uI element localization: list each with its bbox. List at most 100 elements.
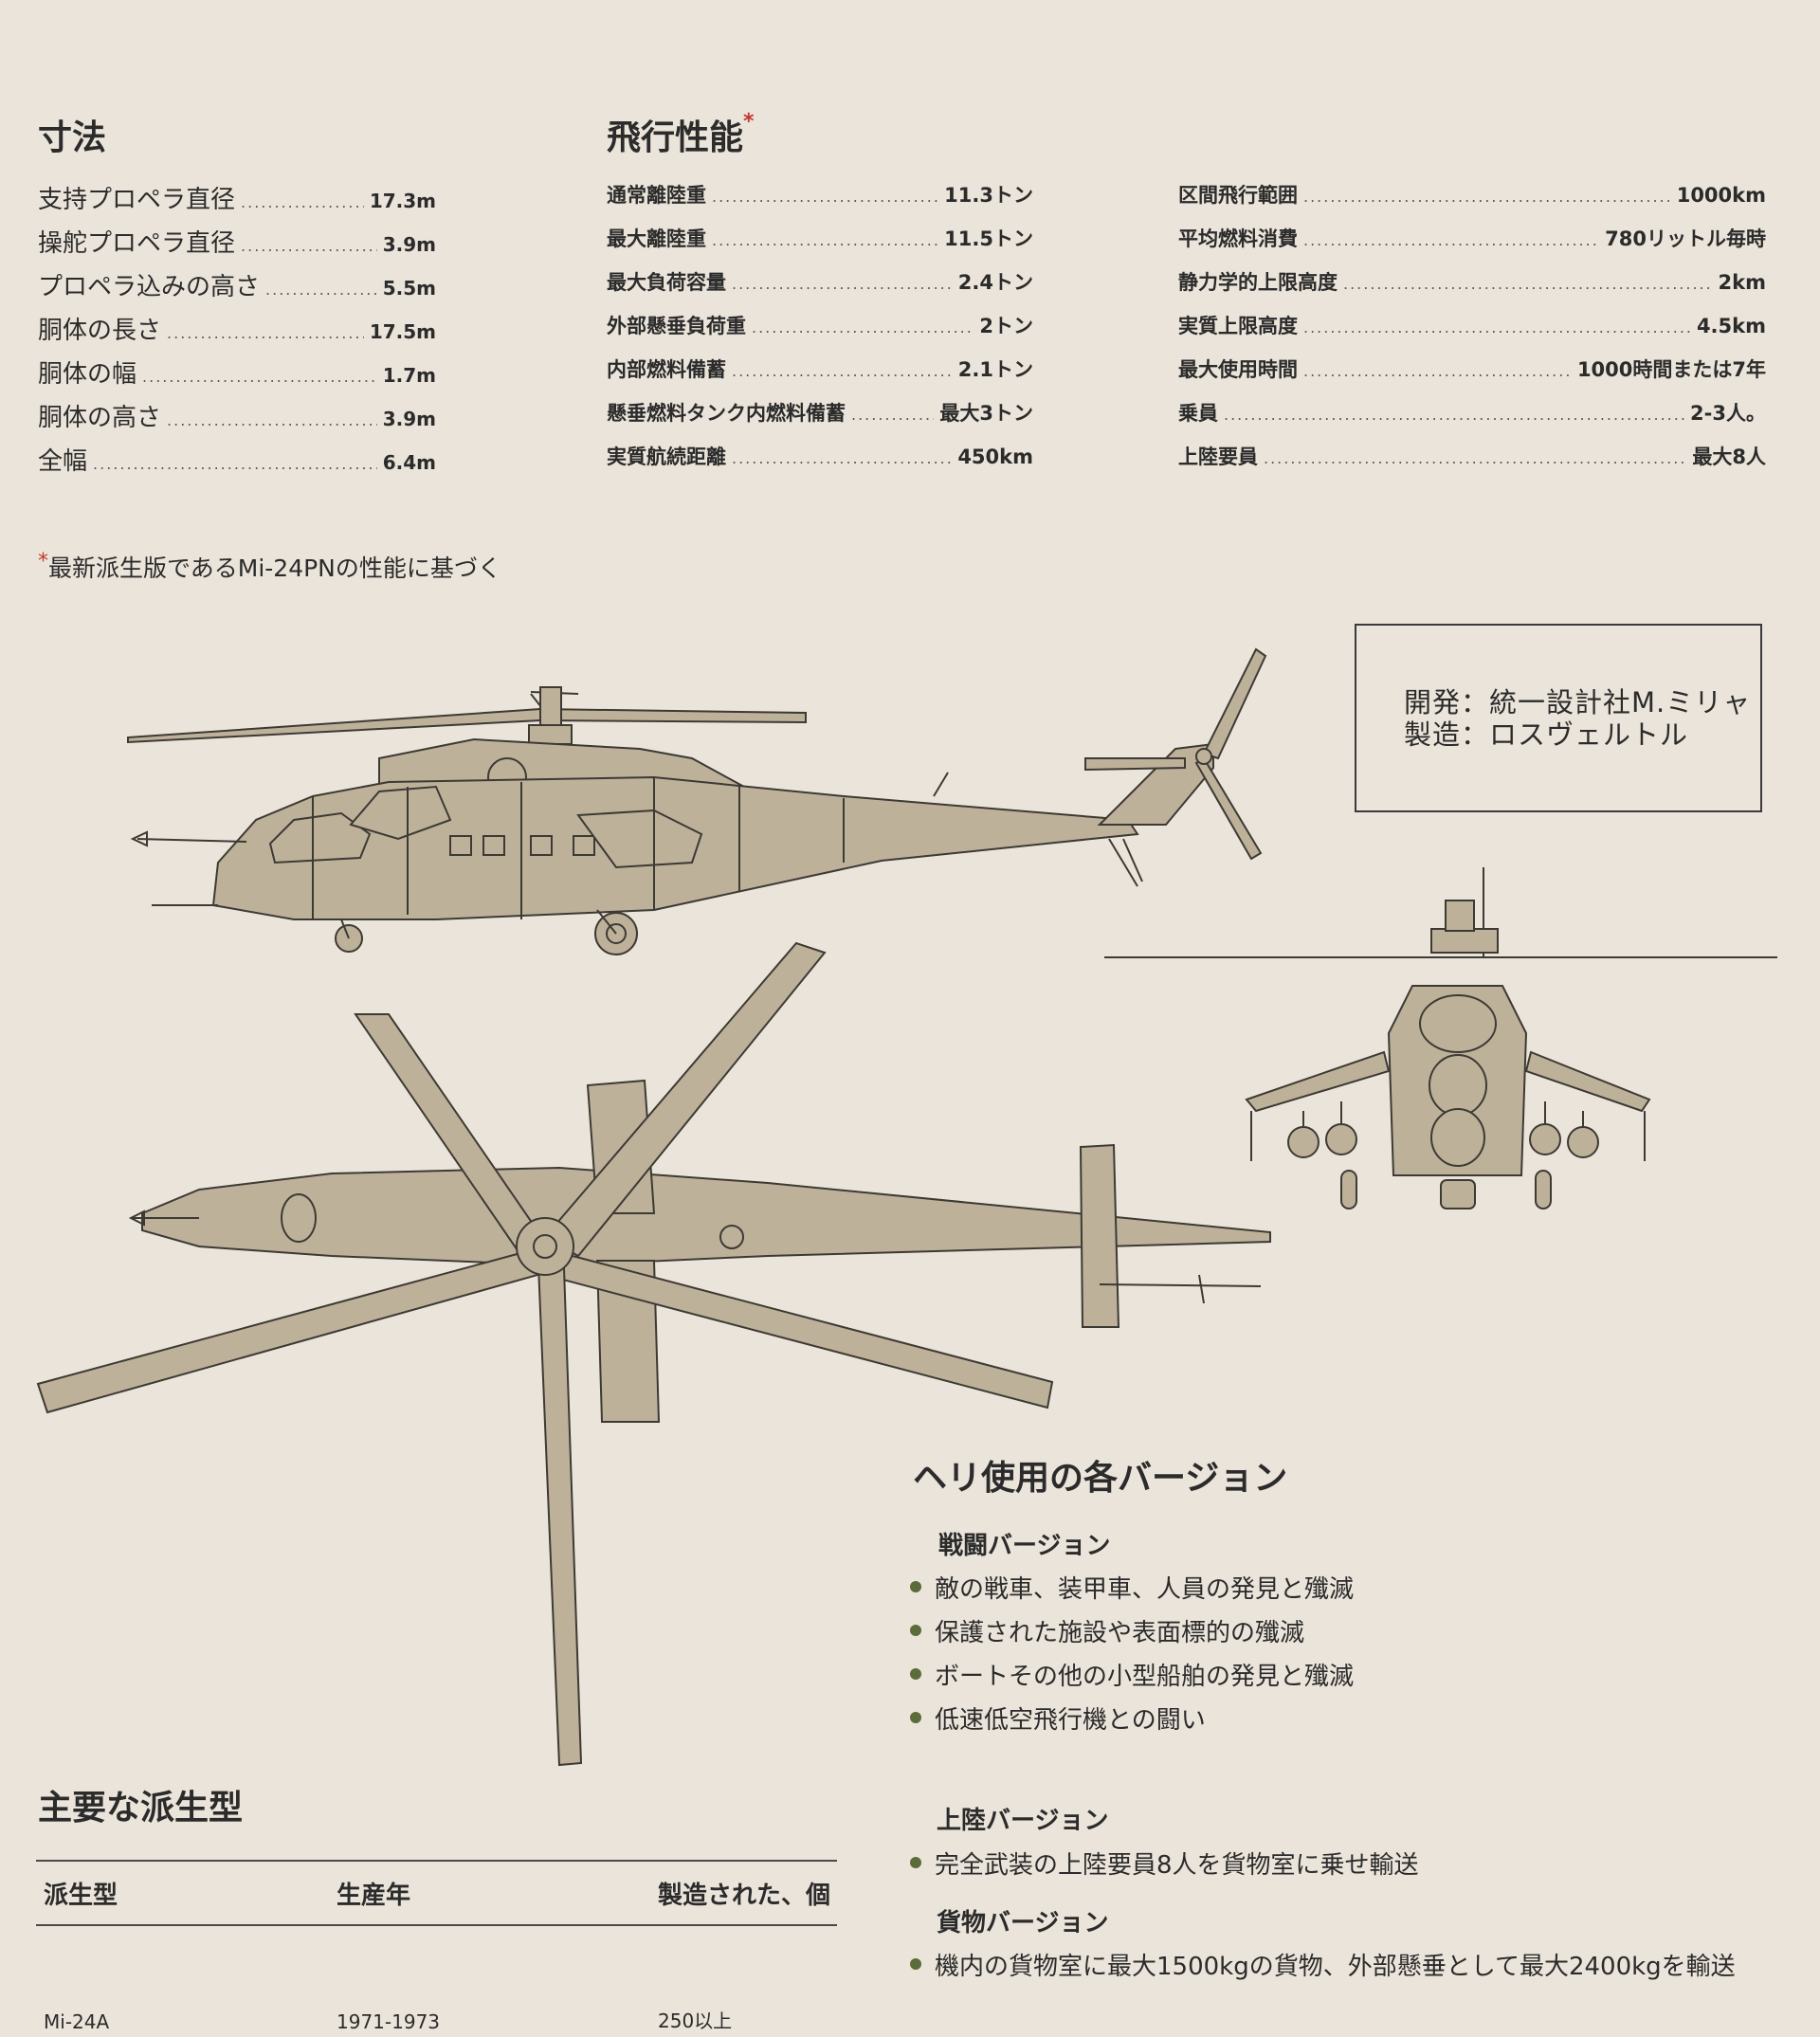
cargo-version-list: 機内の貨物室に最大1500kgの貨物、外部懸垂として最大2400kgを輸送 (910, 1942, 1736, 1986)
leader-dots (265, 281, 377, 299)
front-view-drawing (1104, 867, 1777, 1209)
spec-row: 最大負荷容量2.4トン (607, 267, 1033, 311)
spec-row: 胴体の高さ 3.9m (38, 398, 436, 442)
wing-stub (576, 809, 703, 869)
spec-label: 外部懸垂負荷重 (607, 315, 746, 337)
spec-label: 最大使用時間 (1178, 358, 1298, 381)
versions-title: ヘリ使用の各バージョン (913, 1459, 1288, 1498)
top-view-drawing (36, 941, 1271, 1767)
table-cell: Mi-24A (44, 2010, 110, 2033)
table-header-row: 派生型 生産年 製造された、個 (36, 1860, 837, 1926)
spec-row: 上陸要員 最大8人 (1178, 442, 1766, 485)
manufacturer-line: 製造：ロスヴェルトル (1404, 718, 1689, 751)
list-item: 完全武装の上陸要員8人を貨物室に乗せ輸送 (910, 1841, 1419, 1884)
leader-dots (241, 237, 377, 255)
spec-label: 胴体の高さ (38, 404, 162, 432)
leader-dots (732, 362, 953, 380)
rocket-pod (1529, 1123, 1561, 1155)
tail-rotor-blade (1194, 756, 1263, 861)
spec-value: 3.9m (382, 408, 436, 430)
spec-value: 1.7m (382, 364, 436, 387)
spec-label: 最大離陸重 (607, 227, 706, 250)
spec-row: プロペラ込みの高さ5.5m (38, 267, 436, 311)
nose-wheel (1440, 1179, 1476, 1209)
spec-row: 支持プロペラ直径17.3m (38, 180, 436, 224)
spec-row: 胴体の長さ17.5m (38, 311, 436, 355)
horizontal-stabilizer (1084, 757, 1186, 772)
front-canopy (268, 811, 372, 864)
rocket-pod (1287, 1126, 1320, 1158)
rotor-blade-left (36, 1245, 556, 1414)
spec-row: 平均燃料消費780リットル毎時 (1178, 224, 1766, 267)
spec-label: 乗員 (1178, 402, 1218, 425)
spec-value: 1000km (1676, 184, 1766, 207)
combat-version-list: 敵の戦車、装甲車、人員の発見と殲滅 保護された施設や表面標的の殲滅 ボートその他… (910, 1565, 1354, 1739)
table-cell: 250以上 (658, 2010, 733, 2032)
spec-value: 1000時間または7年 (1576, 358, 1766, 381)
rear-canopy (349, 785, 452, 841)
leader-dots (732, 449, 952, 467)
footnote-asterisk: * (38, 550, 48, 573)
spec-row: 操舵プロペラ直径3.9m (38, 224, 436, 267)
landing-version-title: 上陸バージョン (937, 1807, 1109, 1835)
cargo-version-title: 貨物バージョン (937, 1909, 1109, 1937)
table-cell: 1971-1973 (337, 2010, 441, 2033)
list-item: 機内の貨物室に最大1500kgの貨物、外部懸垂として最大2400kgを輸送 (910, 1942, 1736, 1986)
spec-label: 実質上限高度 (1178, 315, 1298, 337)
spec-value: 最大8人 (1692, 446, 1766, 468)
spec-row: 実質上限高度 4.5km (1178, 311, 1766, 355)
spec-value: 450km (957, 446, 1033, 468)
spec-label: 最大負荷容量 (607, 271, 726, 294)
rocket-pod (1567, 1126, 1599, 1158)
spec-label: プロペラ込みの高さ (38, 273, 261, 301)
footnote-text: 最新派生版であるMi-24PNの性能に基づく (48, 555, 501, 582)
side-view-drawing (127, 647, 1267, 955)
column-header: 派生型 (36, 1860, 329, 1926)
leader-dots (1303, 188, 1671, 206)
spec-label: 胴体の長さ (38, 317, 162, 345)
performance-asterisk: * (743, 110, 755, 134)
variants-table: 派生型 生産年 製造された、個 Mi-24A 1971-1973 250以上 (36, 1860, 837, 2037)
left-wing (1245, 1050, 1391, 1113)
combat-version-title: 戦闘バージョン (938, 1532, 1111, 1560)
leader-dots (241, 193, 364, 211)
leader-dots (167, 324, 364, 342)
leader-dots (1303, 362, 1572, 380)
spec-row: 区間飛行範囲 1000km (1178, 180, 1766, 224)
leader-dots (93, 455, 377, 473)
spec-value: 2km (1718, 271, 1766, 294)
performance-title-text: 飛行性能 (607, 118, 744, 157)
spec-value: 11.5トン (944, 227, 1033, 250)
spec-label: 実質航続距離 (607, 446, 726, 468)
column-header: 生産年 (329, 1860, 650, 1926)
list-item: 低速低空飛行機との闘い (910, 1696, 1354, 1739)
leader-dots (1303, 231, 1599, 249)
right-wing (1524, 1050, 1651, 1113)
list-item: ボートその他の小型船舶の発見と殲滅 (910, 1652, 1354, 1696)
spec-label: 胴体の幅 (38, 360, 137, 389)
leader-dots (712, 188, 938, 206)
leader-dots (1224, 406, 1684, 424)
list-item: 保護された施設や表面標的の殲滅 (910, 1609, 1354, 1652)
column-header: 製造された、個 (650, 1860, 837, 1926)
spec-label: 平均燃料消費 (1178, 227, 1298, 250)
spec-value: 4.5km (1696, 315, 1766, 337)
spec-value: 2.1トン (957, 358, 1033, 381)
spec-label: 内部燃料備蓄 (607, 358, 726, 381)
spec-label: 静力学的上限高度 (1178, 271, 1338, 294)
leader-dots (1343, 275, 1713, 293)
spec-row: 胴体の幅 1.7m (38, 355, 436, 398)
spec-row: 全幅6.4m (38, 442, 436, 485)
spec-label: 区間飛行範囲 (1178, 184, 1298, 207)
spec-row: 通常離陸重11.3トン (607, 180, 1033, 224)
spec-label: 支持プロペラ直径 (38, 186, 236, 214)
spec-label: 上陸要員 (1178, 446, 1258, 468)
developer-line: 開発：統一設計社M.ミリャ (1404, 685, 1752, 718)
spec-value: 2-3人。 (1690, 402, 1766, 425)
leader-dots (142, 368, 377, 386)
leader-dots (1303, 318, 1691, 336)
leader-dots (1264, 449, 1686, 467)
spec-value: 最大3トン (939, 402, 1033, 425)
main-rotor-blade (127, 707, 807, 744)
rotor-hub-top (516, 1217, 574, 1276)
